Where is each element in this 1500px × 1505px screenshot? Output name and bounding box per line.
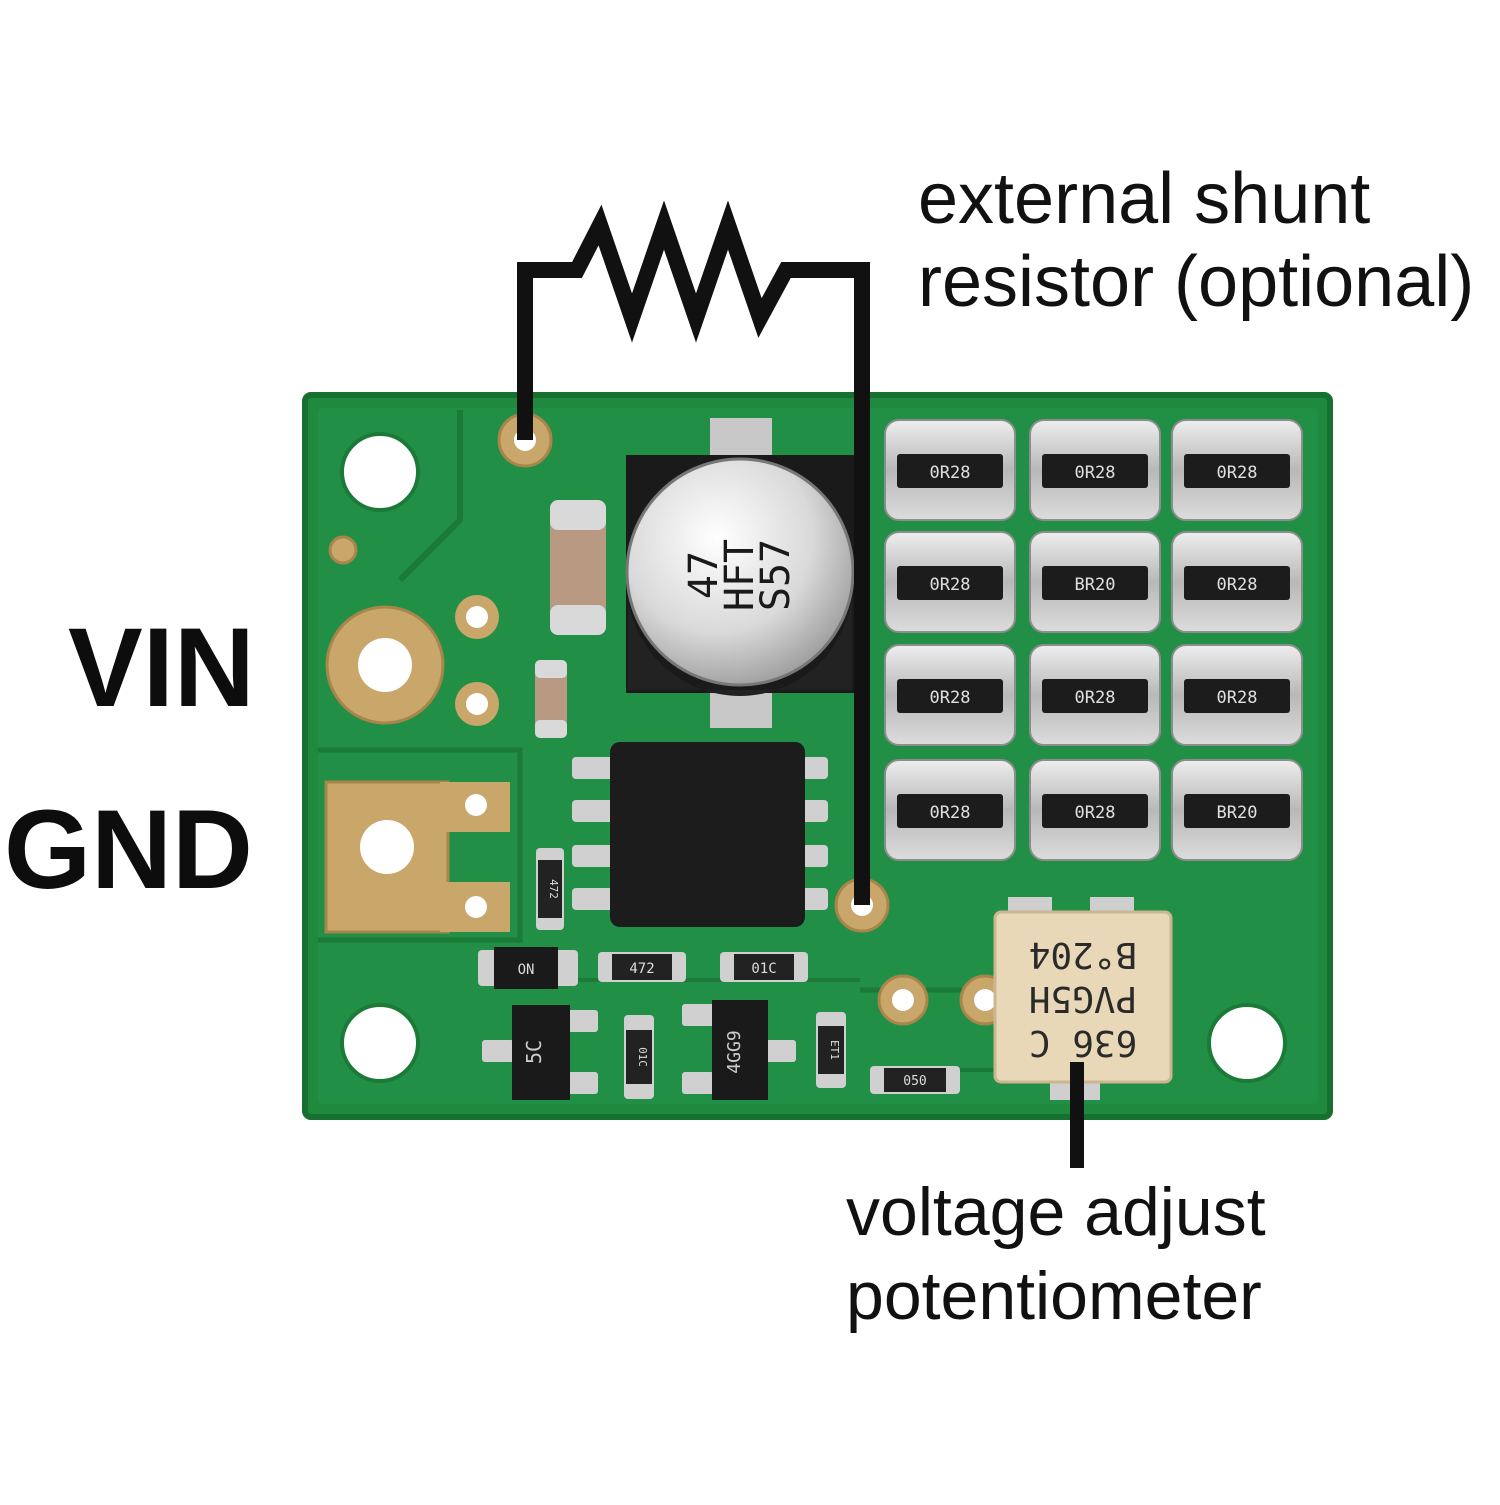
shunt-resistor: 0R28 xyxy=(1171,644,1303,746)
shunt-resistor-label: external shunt resistor (optional) xyxy=(918,158,1474,324)
part-code: 472 xyxy=(547,879,560,899)
resistor-code: 0R28 xyxy=(1075,803,1116,823)
resistor-code: 0R28 xyxy=(1217,688,1258,708)
vin-terminal xyxy=(325,595,499,726)
mounting-hole xyxy=(1207,1003,1287,1083)
capacitor-marking: 47 xyxy=(681,551,727,599)
pot-marking: 636 C xyxy=(1029,1022,1137,1063)
vin-label: VIN xyxy=(68,605,255,730)
shunt-resistor: BR20 xyxy=(1171,759,1303,861)
pot-label-line1: voltage adjust xyxy=(846,1174,1266,1250)
smd-resistor: 050 xyxy=(870,1066,960,1094)
electrolytic-capacitor: 47 HFT S57 xyxy=(625,418,855,728)
gnd-terminal xyxy=(324,780,510,934)
part-code: 01C xyxy=(751,961,776,977)
resistor-code: 0R28 xyxy=(930,803,971,823)
resistor-code: 0R28 xyxy=(1075,688,1116,708)
part-code: ON xyxy=(518,962,535,978)
shunt-resistor: 0R28 xyxy=(1171,531,1303,633)
part-code: 050 xyxy=(903,1074,926,1089)
ceramic-capacitor xyxy=(535,660,567,738)
gnd-label: GND xyxy=(4,787,253,912)
shunt-resistor: BR20 xyxy=(1029,531,1161,633)
smd-resistor: 472 xyxy=(536,848,564,930)
part-code: 472 xyxy=(629,961,654,977)
smd-capacitor: 01C xyxy=(624,1015,654,1099)
smd-capacitor: 01C xyxy=(720,952,808,982)
resistor-code: 0R28 xyxy=(930,688,971,708)
mounting-hole xyxy=(340,432,420,512)
smd-resistor: 472 xyxy=(598,952,686,982)
shunt-label-line2: resistor (optional) xyxy=(918,242,1475,322)
potentiometer-label: voltage adjust potentiometer xyxy=(846,1170,1266,1338)
shunt-resistor-symbol xyxy=(517,200,870,905)
resistor-code: BR20 xyxy=(1075,575,1116,595)
shunt-resistor: 0R28 xyxy=(884,419,1016,521)
shunt-resistor: 0R28 xyxy=(1029,419,1161,521)
capacitor-marking: HFT xyxy=(717,539,763,611)
shunt-resistor: 0R28 xyxy=(1029,644,1161,746)
resistor-code: 0R28 xyxy=(930,575,971,595)
pot-marking: PVG5H xyxy=(1029,978,1137,1019)
resistor-code: 0R28 xyxy=(1217,575,1258,595)
shunt-resistor: 0R28 xyxy=(884,759,1016,861)
transistor: 5C xyxy=(482,1005,598,1100)
regulator-ic xyxy=(572,742,828,927)
smd-resistor: ET1 xyxy=(816,1012,846,1088)
shunt-label-line1: external shunt xyxy=(918,159,1371,239)
pot-label-line2: potentiometer xyxy=(846,1258,1262,1334)
mounting-hole xyxy=(340,1003,420,1083)
ceramic-capacitor xyxy=(550,500,606,635)
shunt-resistor: 0R28 xyxy=(1029,759,1161,861)
shunt-resistor: 0R28 xyxy=(884,531,1016,633)
part-code: 5C xyxy=(522,1040,546,1064)
shunt-resistor: 0R28 xyxy=(1171,419,1303,521)
resistor-code: BR20 xyxy=(1217,803,1258,823)
resistor-code: 0R28 xyxy=(1075,463,1116,483)
pot-marking: B°204 xyxy=(1029,934,1137,975)
voltage-adjust-potentiometer: 636 C PVG5H B°204 xyxy=(993,897,1173,1100)
part-code: ET1 xyxy=(828,1040,841,1060)
part-code: 4GG9 xyxy=(724,1030,745,1073)
resistor-code: 0R28 xyxy=(930,463,971,483)
shunt-resistor: 0R28 xyxy=(884,644,1016,746)
part-code: 01C xyxy=(636,1047,649,1067)
resistor-code: 0R28 xyxy=(1217,463,1258,483)
transistor: 4GG9 xyxy=(682,1000,796,1100)
capacitor-marking: S57 xyxy=(753,539,799,611)
diode: ON xyxy=(478,947,578,989)
